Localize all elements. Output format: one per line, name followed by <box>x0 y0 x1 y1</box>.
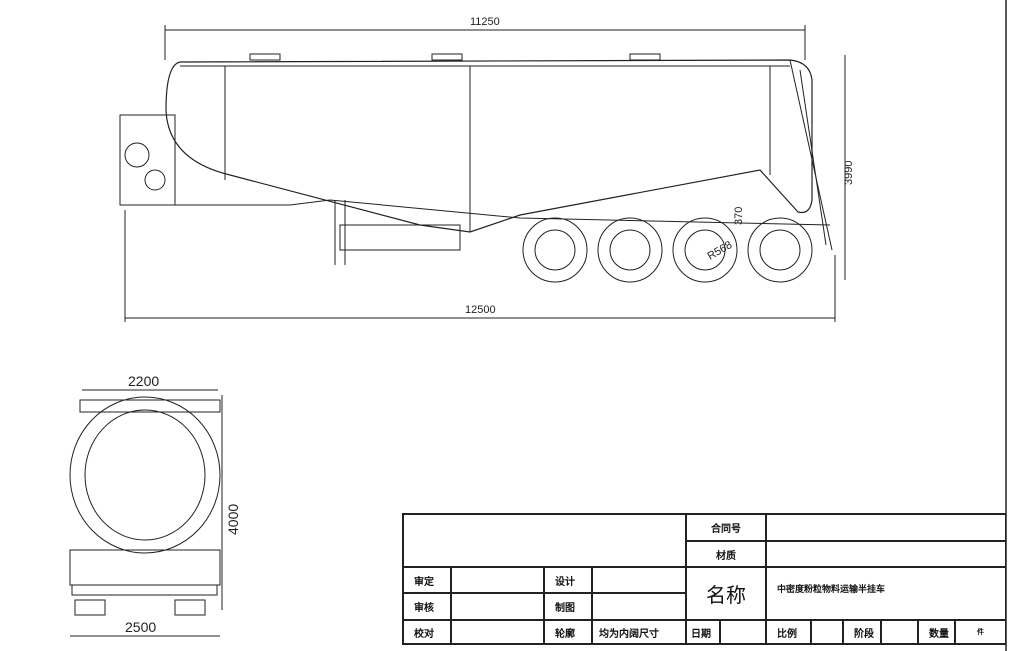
contract-no-value[interactable] <box>766 514 1006 541</box>
contract-no-label: 合同号 <box>686 514 766 541</box>
side-view: 11250 R568 370 3990 12500 <box>119 16 855 322</box>
dim-wheel-radius: R568 <box>706 239 735 263</box>
name-value: 中密度粉粒物料运输半挂车 <box>766 567 1006 620</box>
drawing-value <box>592 593 686 620</box>
approve-label: 审定 <box>403 567 451 593</box>
rear-view: 2200 4000 2500 <box>69 373 241 637</box>
name-label: 名称 <box>686 567 766 620</box>
design-label: 设计 <box>544 567 592 593</box>
material-value[interactable] <box>766 541 1006 567</box>
stage-label: 阶段 <box>843 620 881 644</box>
date-value <box>720 620 766 644</box>
material-label: 材质 <box>686 541 766 567</box>
review-value <box>451 593 544 620</box>
title-block: 合同号 材质 审定 设计 审核 制图 名称 中密度粉粒物料运输半挂车 校对 轮廓… <box>402 513 1006 645</box>
dim-rear-height: 4000 <box>225 504 241 535</box>
dim-tank-length: 11250 <box>470 16 500 28</box>
outline-label: 轮廓 <box>544 620 592 644</box>
quantity-unit: 件 <box>955 620 1006 644</box>
scale-value <box>811 620 843 644</box>
dim-bottom-width: 2500 <box>125 619 156 635</box>
scale-label: 比例 <box>766 620 811 644</box>
dim-overall-height: 3990 <box>843 161 855 185</box>
review-label: 审核 <box>403 593 451 620</box>
dim-top-width: 2200 <box>128 373 159 389</box>
check-value <box>451 620 544 644</box>
approve-value <box>451 567 544 593</box>
date-label: 日期 <box>686 620 720 644</box>
stage-value <box>881 620 918 644</box>
outline-note: 均为内阔尺寸 <box>592 620 686 644</box>
quantity-label: 数量 <box>918 620 955 644</box>
dim-axle-height: 370 <box>733 207 745 225</box>
design-value <box>592 567 686 593</box>
check-label: 校对 <box>403 620 451 644</box>
blank-cell <box>403 514 686 567</box>
dim-overall-length: 12500 <box>465 304 496 316</box>
drawing-label: 制图 <box>544 593 592 620</box>
